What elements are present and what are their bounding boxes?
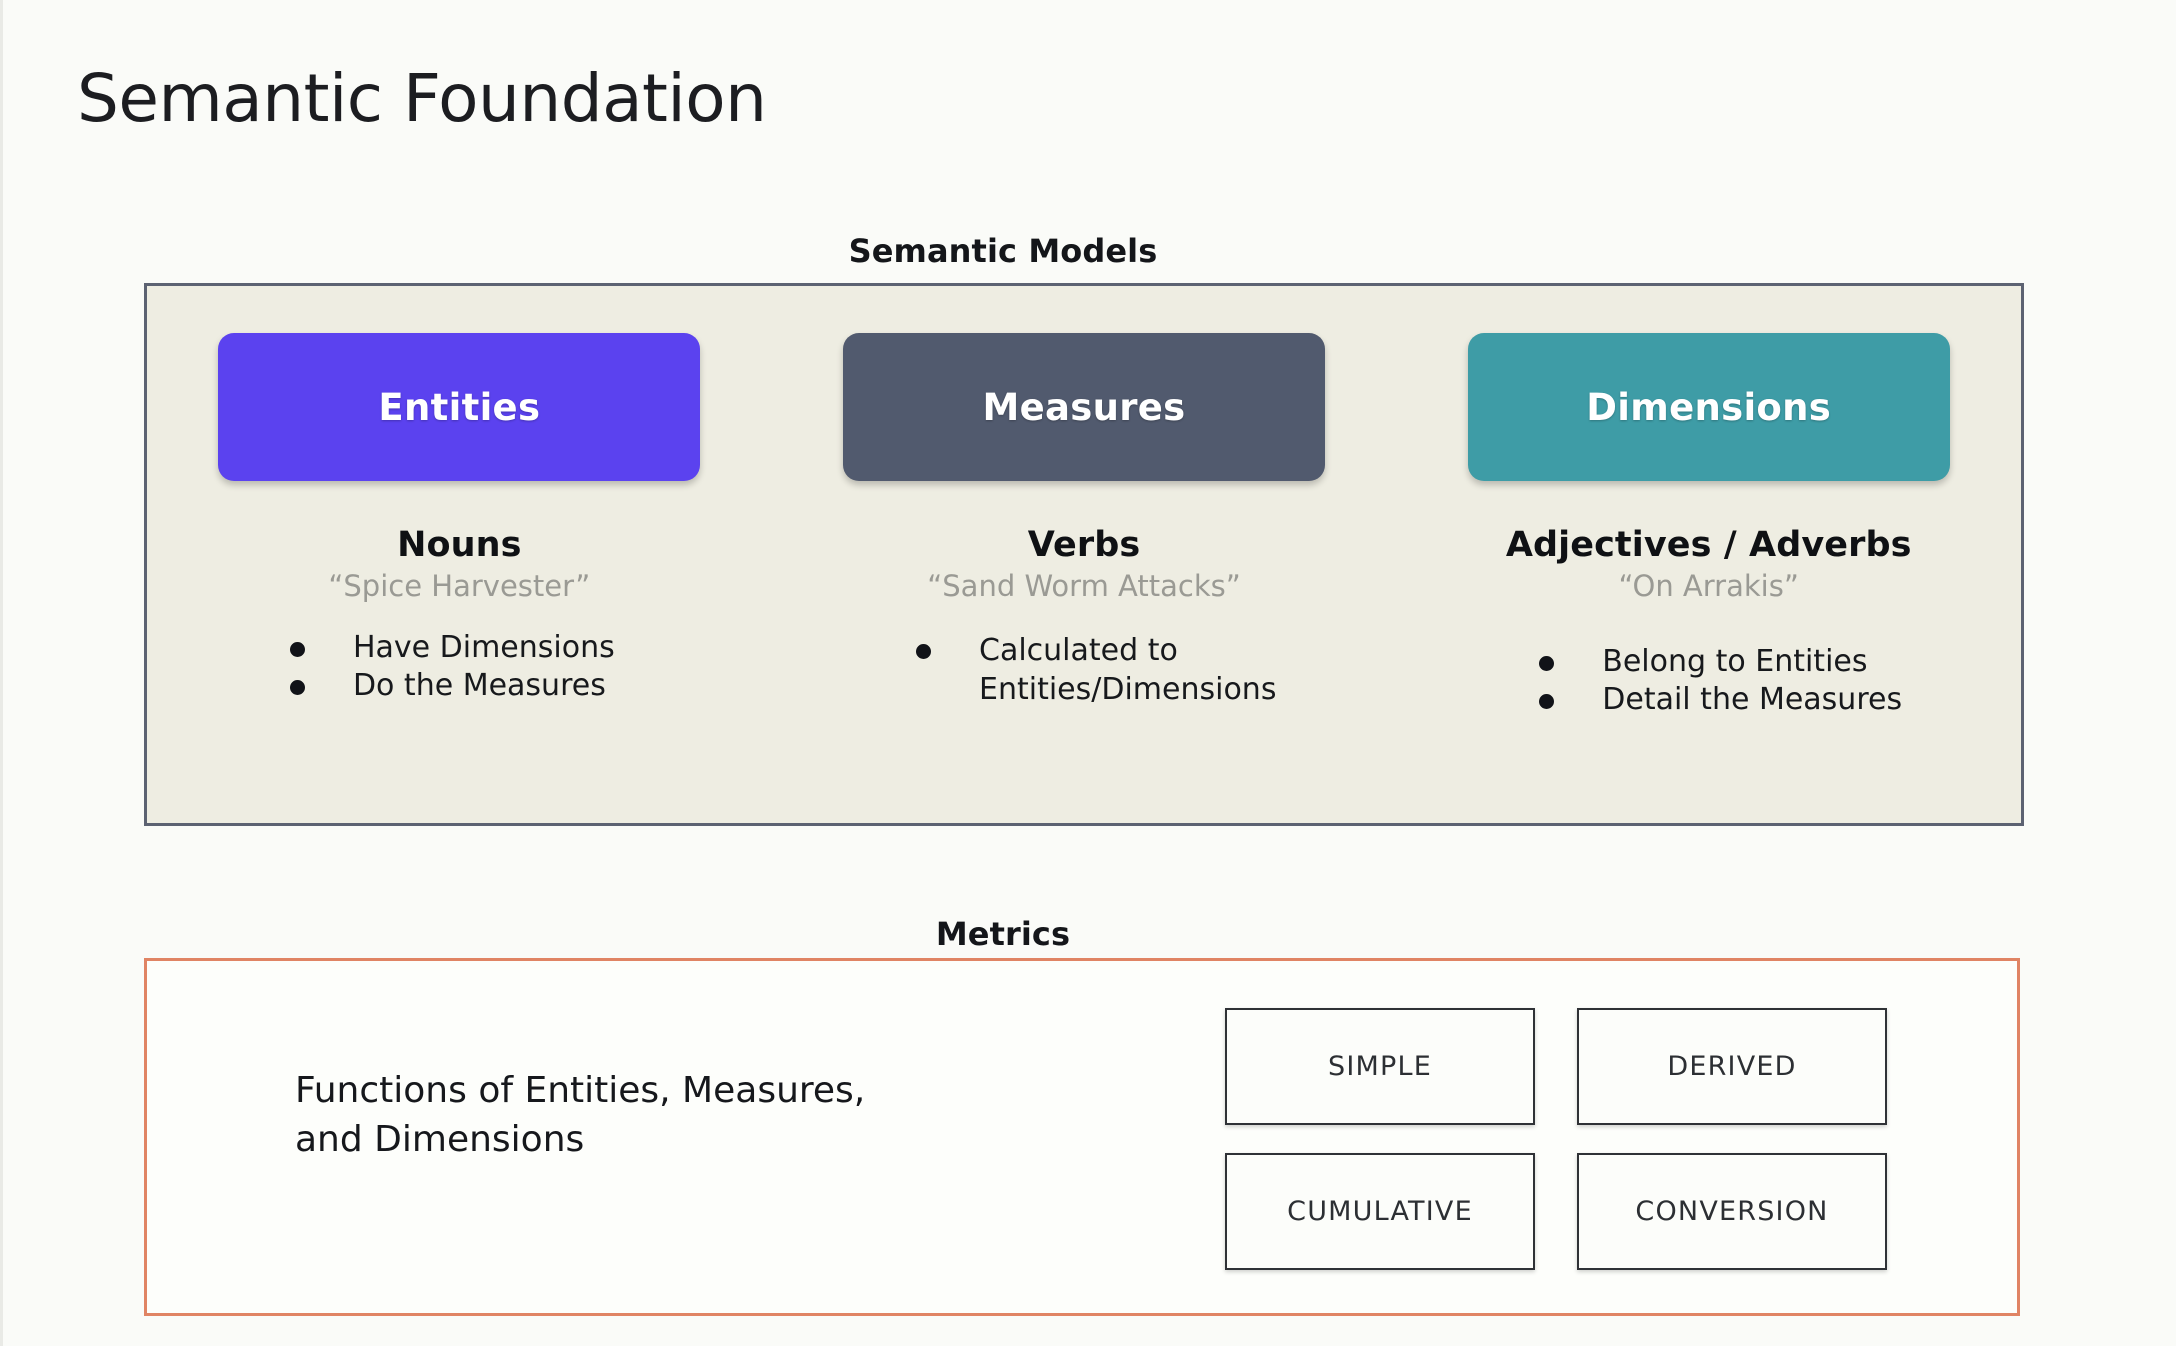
semantic-column-dimensions: Dimensions Adjectives / Adverbs “On Arra…: [1396, 286, 2021, 823]
concept-box-entities[interactable]: Entities: [218, 333, 701, 481]
example-quote-entities: “Spice Harvester”: [328, 569, 591, 603]
semantic-column-measures: Measures Verbs “Sand Worm Attacks” Calcu…: [772, 286, 1397, 823]
metric-type-label: CUMULATIVE: [1287, 1196, 1473, 1227]
concept-box-label: Entities: [378, 385, 541, 429]
example-quote-dimensions: “On Arrakis”: [1618, 569, 1799, 603]
bullet-dot-icon: [289, 642, 305, 657]
bullet-wrap-dimensions: Belong to Entities Detail the Measures: [1539, 643, 1902, 720]
bullet-dot-icon: [1539, 656, 1555, 671]
metric-type-cumulative[interactable]: CUMULATIVE: [1225, 1153, 1535, 1270]
bullet-text: Detail the Measures: [1602, 682, 1903, 718]
concept-box-label: Measures: [982, 385, 1186, 429]
list-item: Detail the Measures: [1539, 681, 1902, 719]
bullet-list-entities: Have Dimensions Do the Measures: [289, 629, 615, 706]
metric-type-label: CONVERSION: [1635, 1196, 1829, 1227]
metric-type-conversion[interactable]: CONVERSION: [1577, 1153, 1887, 1270]
metric-type-grid: SIMPLE DERIVED CUMULATIVE CONVERSION: [1225, 1008, 1887, 1270]
metric-type-derived[interactable]: DERIVED: [1577, 1008, 1887, 1125]
concept-box-label: Dimensions: [1586, 385, 1832, 429]
semantic-column-entities: Entities Nouns “Spice Harvester” Have Di…: [147, 286, 772, 823]
semantic-models-columns: Entities Nouns “Spice Harvester” Have Di…: [147, 286, 2021, 823]
metrics-heading: Metrics: [935, 915, 1071, 953]
bullet-list-dimensions: Belong to Entities Detail the Measures: [1539, 643, 1902, 720]
bullet-text: Have Dimensions: [352, 630, 615, 665]
example-quote-measures: “Sand Worm Attacks”: [927, 569, 1241, 603]
bullet-list-measures: Calculated to Entities/Dimensions: [916, 631, 1276, 709]
bullet-text: Calculated to Entities/Dimensions: [979, 633, 1277, 707]
bullet-text: Do the Measures: [352, 668, 606, 704]
list-item: Do the Measures: [289, 667, 615, 705]
bullet-dot-icon: [1539, 694, 1555, 710]
bullet-dot-icon: [289, 680, 305, 696]
metrics-description: Functions of Entities, Measures, and Dim…: [295, 1067, 975, 1164]
metric-type-label: DERIVED: [1667, 1051, 1797, 1082]
list-item: Have Dimensions: [289, 629, 615, 667]
semantic-models-panel: Entities Nouns “Spice Harvester” Have Di…: [144, 283, 2024, 826]
concept-box-dimensions[interactable]: Dimensions: [1467, 333, 1950, 481]
bullet-wrap-measures: Calculated to Entities/Dimensions: [916, 631, 1276, 709]
semantic-models-heading: Semantic Models: [848, 232, 1158, 270]
bullet-dot-icon: [916, 644, 931, 659]
metric-type-simple[interactable]: SIMPLE: [1225, 1008, 1535, 1125]
metrics-description-line-1: Functions of Entities, Measures,: [295, 1070, 866, 1111]
bullet-text: Belong to Entities: [1602, 644, 1868, 679]
bullet-wrap-entities: Have Dimensions Do the Measures: [289, 629, 615, 706]
metric-type-label: SIMPLE: [1328, 1051, 1432, 1082]
metrics-panel: Functions of Entities, Measures, and Dim…: [144, 958, 2020, 1316]
part-of-speech-dimensions: Adjectives / Adverbs: [1505, 525, 1912, 565]
part-of-speech-measures: Verbs: [1027, 525, 1141, 565]
list-item: Calculated to Entities/Dimensions: [916, 631, 1276, 709]
part-of-speech-entities: Nouns: [397, 525, 522, 565]
concept-box-measures[interactable]: Measures: [843, 333, 1325, 481]
metrics-description-line-2: and Dimensions: [295, 1118, 585, 1160]
list-item: Belong to Entities: [1539, 643, 1902, 681]
page-title: Semantic Foundation: [77, 60, 767, 137]
